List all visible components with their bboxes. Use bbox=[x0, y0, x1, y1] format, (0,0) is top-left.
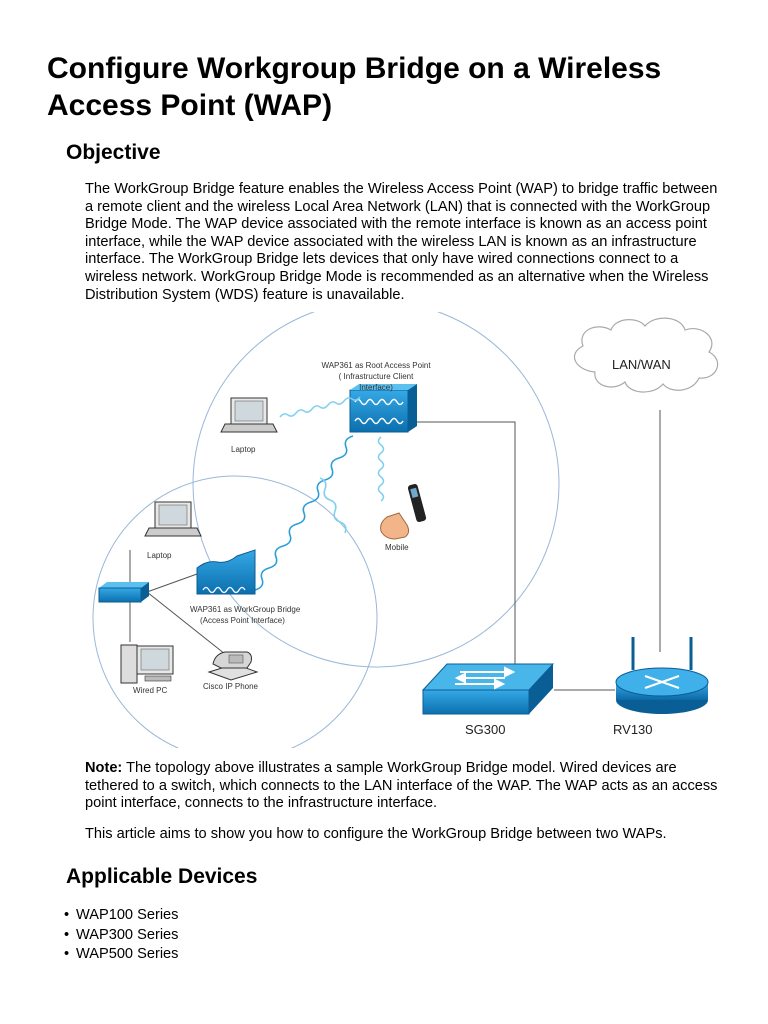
sg300-switch-icon bbox=[421, 663, 555, 715]
device-list: • WAP100 Series • WAP300 Series • WAP500 Se… bbox=[64, 906, 178, 965]
topology-diagram: LAN/WAN WAP361 as Root Access Point ( In… bbox=[92, 312, 719, 748]
note-paragraph: Note: The topology above illustrates a s… bbox=[85, 760, 725, 813]
cloud-label: LAN/WAN bbox=[612, 357, 671, 372]
mobile-label: Mobile bbox=[385, 543, 409, 552]
bullet: • bbox=[64, 926, 70, 943]
root-ap-coverage-circle bbox=[192, 312, 560, 668]
wired-pc-icon bbox=[120, 644, 174, 684]
aim-paragraph: This article aims to show you how to con… bbox=[85, 826, 667, 842]
root-access-point bbox=[349, 384, 417, 433]
lan-wan-cloud: LAN/WAN bbox=[573, 317, 719, 393]
list-item: • WAP500 Series bbox=[64, 945, 178, 965]
laptop-left-label: Laptop bbox=[147, 551, 172, 560]
wireless-link-laptop bbox=[279, 396, 361, 418]
ip-phone-icon bbox=[207, 651, 259, 681]
objective-paragraph: The WorkGroup Bridge feature enables the… bbox=[85, 181, 718, 303]
root-ap-label-line3: Interface) bbox=[359, 383, 393, 392]
router-label: RV130 bbox=[613, 722, 653, 737]
switch-label: SG300 bbox=[465, 722, 505, 737]
root-ap-label-line1: WAP361 as Root Access Point bbox=[321, 361, 431, 370]
wgb-label-line2: (Access Point Interface) bbox=[200, 616, 285, 625]
root-ap-label-line2: ( Infrastructure Client bbox=[339, 372, 414, 381]
bullet: • bbox=[64, 946, 70, 963]
note-label: Note: bbox=[85, 760, 123, 776]
note-text: The topology above illustrates a sample … bbox=[85, 760, 718, 812]
bullet: • bbox=[64, 907, 70, 923]
laptop-top-icon bbox=[220, 397, 278, 433]
mobile-phone-icon bbox=[380, 484, 427, 540]
list-item: • WAP100 Series bbox=[64, 906, 178, 926]
device-item-label: WAP500 Series bbox=[76, 946, 179, 963]
page-title: Configure Workgroup Bridge on a Wireless… bbox=[47, 52, 662, 122]
wired-pc-label: Wired PC bbox=[133, 686, 167, 695]
rv130-router-icon bbox=[615, 637, 709, 714]
wired-links bbox=[129, 410, 661, 691]
device-item-label: WAP300 Series bbox=[76, 926, 179, 943]
wgb-label-line1: WAP361 as WorkGroup Bridge bbox=[190, 605, 301, 614]
wgb-access-point bbox=[196, 549, 256, 595]
laptop-left-icon bbox=[144, 501, 202, 537]
small-switch-icon bbox=[98, 582, 149, 603]
ip-phone-label: Cisco IP Phone bbox=[203, 682, 259, 691]
device-item-label: WAP100 Series bbox=[76, 907, 179, 923]
applicable-devices-heading: Applicable Devices bbox=[66, 865, 258, 888]
objective-heading: Objective bbox=[66, 141, 161, 164]
wireless-link-mobile bbox=[377, 436, 385, 502]
laptop-top-label: Laptop bbox=[231, 445, 256, 454]
list-item: • WAP300 Series bbox=[64, 926, 178, 946]
wgb-coverage-circle bbox=[92, 475, 378, 748]
wireless-link-wgb bbox=[254, 435, 354, 591]
